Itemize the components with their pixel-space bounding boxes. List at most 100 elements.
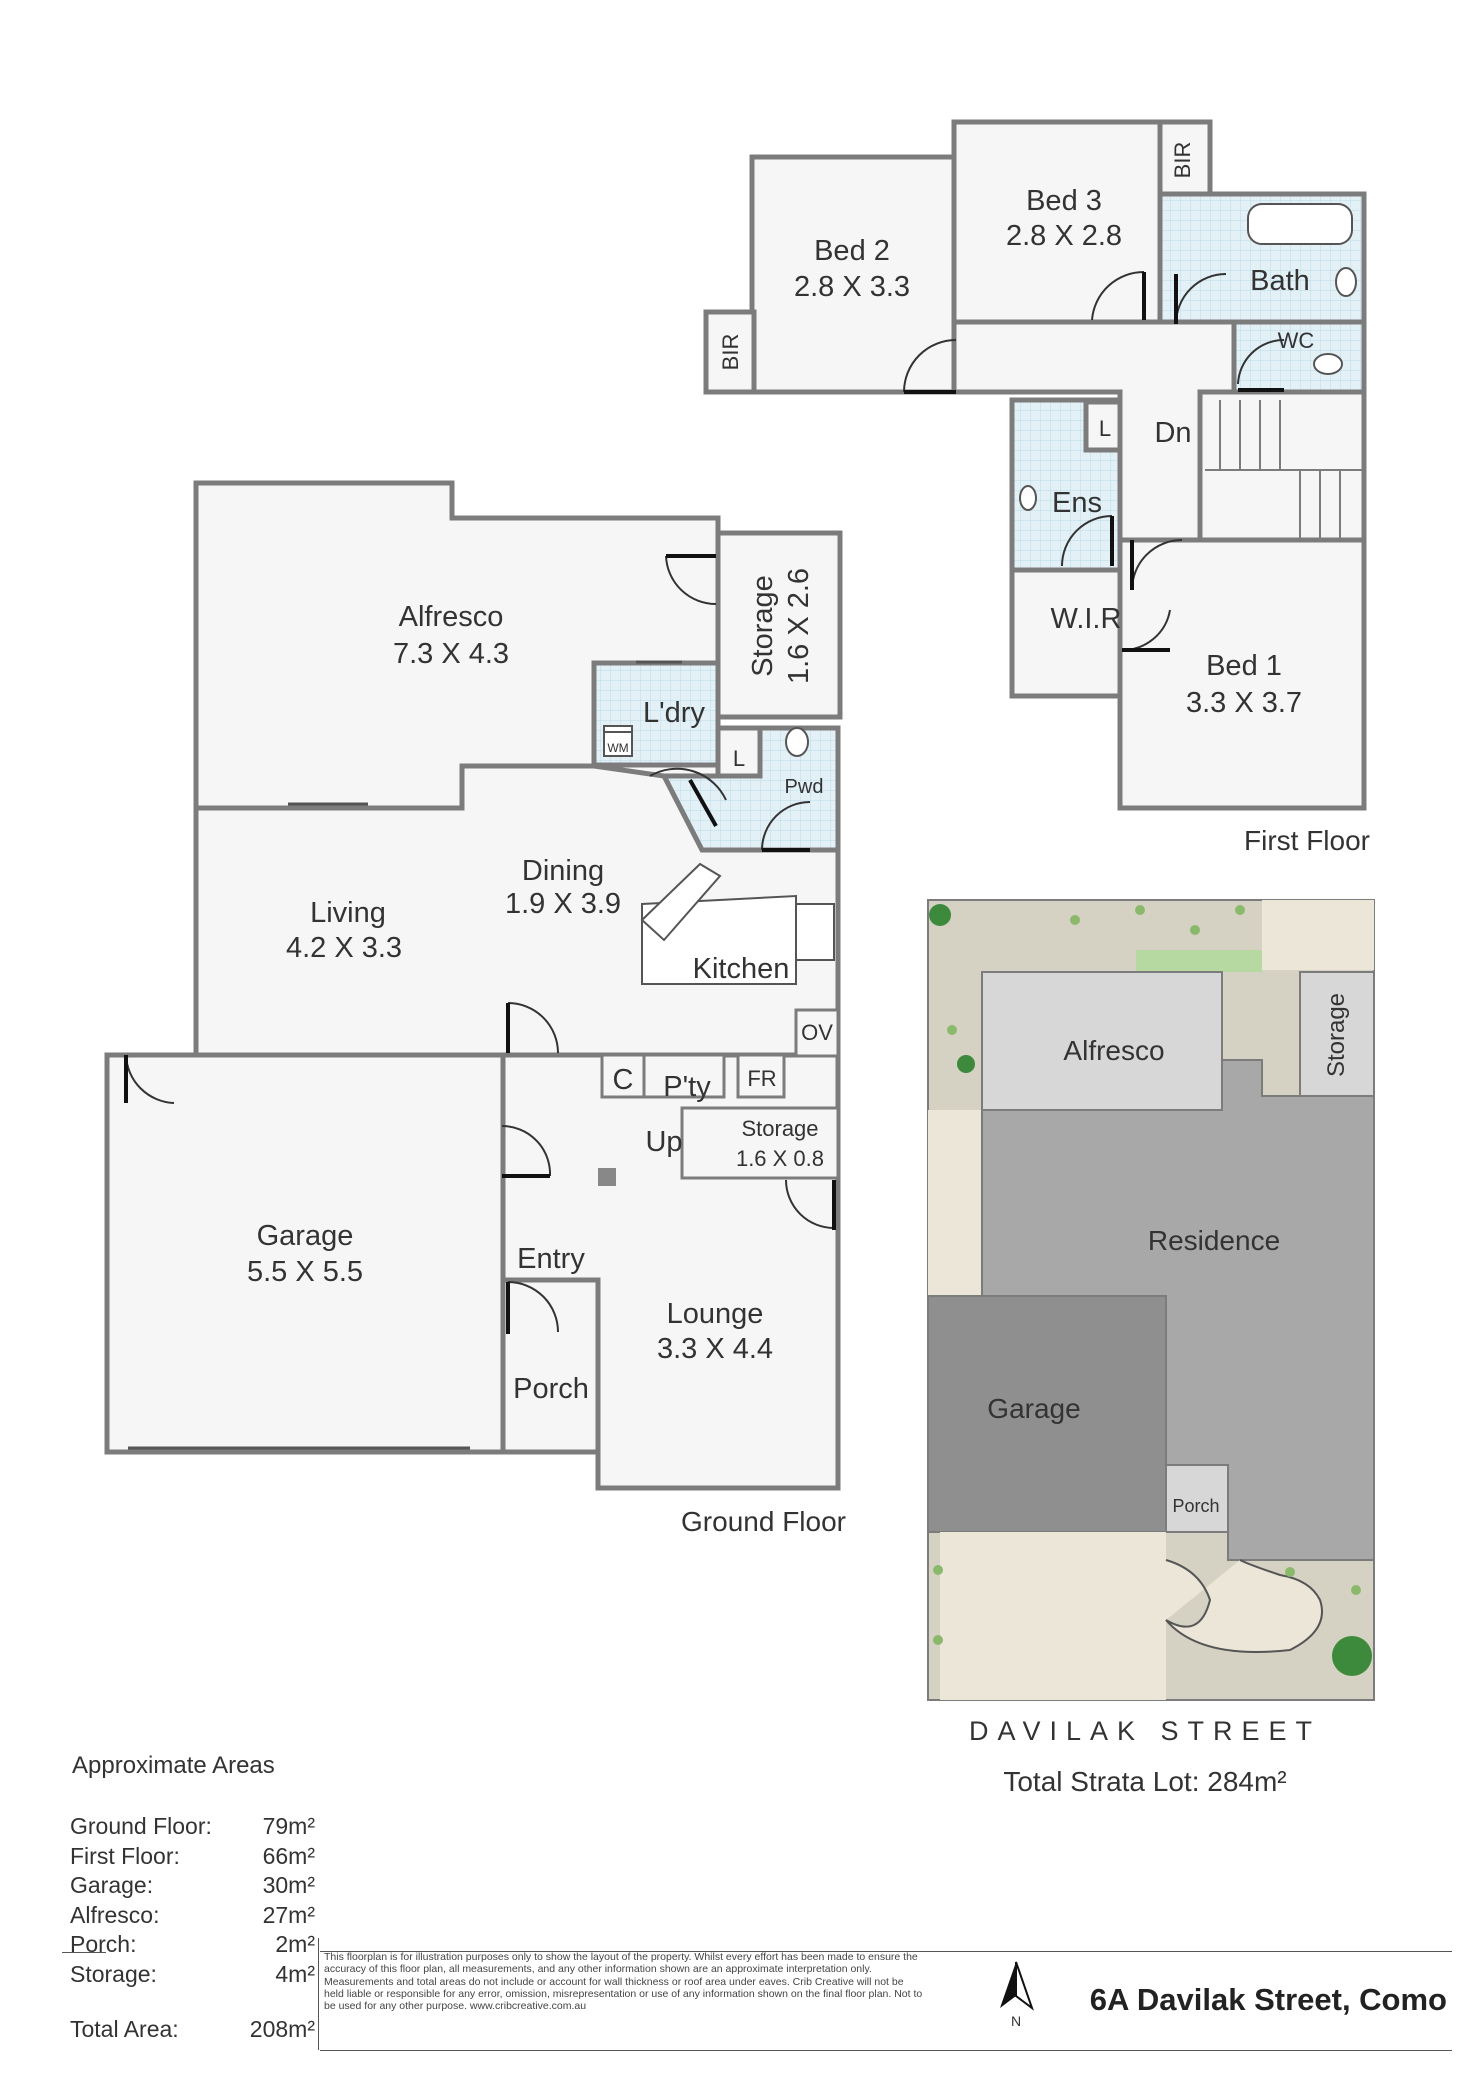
bed-1-dims: 3.3 X 3.7 [1186,687,1302,719]
large-storage-dims: 1.6 X 2.6 [783,568,815,684]
total-area-row: Total Area: 208m² [70,2016,315,2043]
site-driveway [940,1532,1166,1700]
small-storage-label: Storage [741,1116,818,1141]
alfresco-label: Alfresco [399,601,504,633]
small-storage-box [680,1106,840,1180]
ensuite-label: Ens [1052,487,1102,519]
ensuite-linen [1083,399,1123,453]
bed-1-room [1117,537,1367,811]
shrub-icon [1235,905,1245,915]
alfresco-dims: 7.3 X 4.3 [393,638,509,670]
first-floor-doors [903,270,1285,652]
bed-3-label: Bed 3 [1026,185,1102,217]
area-row: Storage:4m² [70,1960,315,1987]
site-lawn [1136,950,1262,972]
north-arrow-icon: N [1000,1961,1035,2029]
shrub-icon [1351,1585,1361,1595]
shrub-icon [1285,1567,1295,1577]
site-garage-label: Garage [987,1393,1080,1424]
ground-floor-label: Ground Floor [681,1506,846,1537]
footer-divider-top [320,1951,1452,1952]
dining-dims: 1.9 X 3.9 [505,888,621,920]
site-paving-rear [1262,900,1374,970]
ensuite-linen-label: L [1099,416,1111,441]
site-porch-label: Porch [1172,1496,1219,1516]
shrub-icon [1070,915,1080,925]
fridge-label: FR [747,1066,776,1091]
powder-toilet-icon [785,727,809,757]
ensuite-basin-icon [1019,485,1037,511]
stairs-up-label: Up [645,1126,682,1158]
oven-label: OV [801,1020,833,1045]
tree-icon [1332,1636,1372,1676]
laundry-linen-label: L [733,746,745,771]
area-row: Ground Floor:79m² [70,1813,315,1839]
bed-2-bir [703,309,757,395]
bed-2-bir-label: BIR [718,334,743,371]
north-arrow: N [998,1960,1035,2030]
cupboard-label: C [613,1064,634,1096]
garage-room [104,1052,506,1455]
site-residence-label: Residence [1148,1225,1280,1256]
kitchen-label: Kitchen [693,953,790,985]
shrub-icon [947,1025,957,1035]
first-floor-label: First Floor [1244,825,1370,856]
first-floor: Bed 2 2.8 X 3.3 Bed 3 2.8 X 2.8 Bath WC … [703,119,1370,856]
living-dims: 4.2 X 3.3 [286,932,402,964]
areas-title: Approximate Areas [72,1752,275,1779]
stair-treads [1205,400,1364,540]
area-row: Porch:2m² [70,1931,315,1957]
stairs-down-label: Dn [1154,417,1191,449]
powder-label: Pwd [785,776,824,798]
walk-in-robe [1009,567,1123,699]
fridge-box [736,1053,786,1099]
column-marker [598,1168,616,1186]
living-label: Living [310,897,386,929]
lounge-dims: 3.3 X 4.4 [657,1333,773,1365]
wir-label: W.I.R [1051,603,1122,635]
shrub-icon [933,1635,943,1645]
ground-floor-doors [124,554,836,1450]
ground-floor: Alfresco 7.3 X 4.3 Storage 1.6 X 2.6 L'd… [104,480,846,1537]
bathtub-icon [1247,203,1353,245]
kitchen-sink-icon [640,862,722,942]
bath-label: Bath [1250,265,1310,297]
small-storage-dims: 1.6 X 0.8 [736,1146,824,1171]
lounge-label: Lounge [667,1298,764,1330]
basin-icon [1335,267,1357,297]
north-label: N [1011,2013,1021,2029]
cooktop-icon [795,903,835,961]
site-plan: Alfresco Storage Residence Garage Porch [927,899,1375,1701]
site-alfresco [981,971,1223,1111]
large-storage-label: Storage [747,575,779,677]
street-name: DAVILAK STREET [968,1716,1322,1746]
areas-table: Ground Floor:79m² First Floor:66m² Garag… [70,1812,315,1989]
oven-box [794,1008,840,1058]
bed-1-label: Bed 1 [1206,650,1282,682]
porch-label: Porch [513,1373,589,1405]
tree-icon [929,904,951,926]
property-address: 6A Davilak Street, Como [1089,1982,1447,2017]
bed-2-label: Bed 2 [814,235,890,267]
pantry-box [642,1053,726,1099]
washing-machine-icon [603,731,633,757]
areas-divider-left [62,1952,106,1953]
site-porch [1165,1464,1229,1533]
large-storage-room [715,530,843,720]
site-garage [927,1295,1167,1533]
site-storage-label: Storage [1323,993,1350,1077]
area-row: First Floor:66m² [70,1842,315,1869]
total-strata-lot: Total Strata Lot: 284m² [1003,1766,1287,1797]
total-area-value: 208m² [249,2016,315,2042]
footer-divider-bottom [320,2050,1452,2051]
laundry-label: L'dry [643,697,705,729]
total-area-label: Total Area: [70,2016,179,2042]
wc-label: WC [1278,328,1315,353]
garage-label: Garage [257,1220,354,1252]
area-row: Alfresco:27m² [70,1901,315,1928]
garage-dims: 5.5 X 5.5 [247,1256,363,1288]
shrub-icon [1135,905,1145,915]
area-row: Garage:30m² [70,1872,315,1898]
upper-stairs [1197,389,1367,545]
